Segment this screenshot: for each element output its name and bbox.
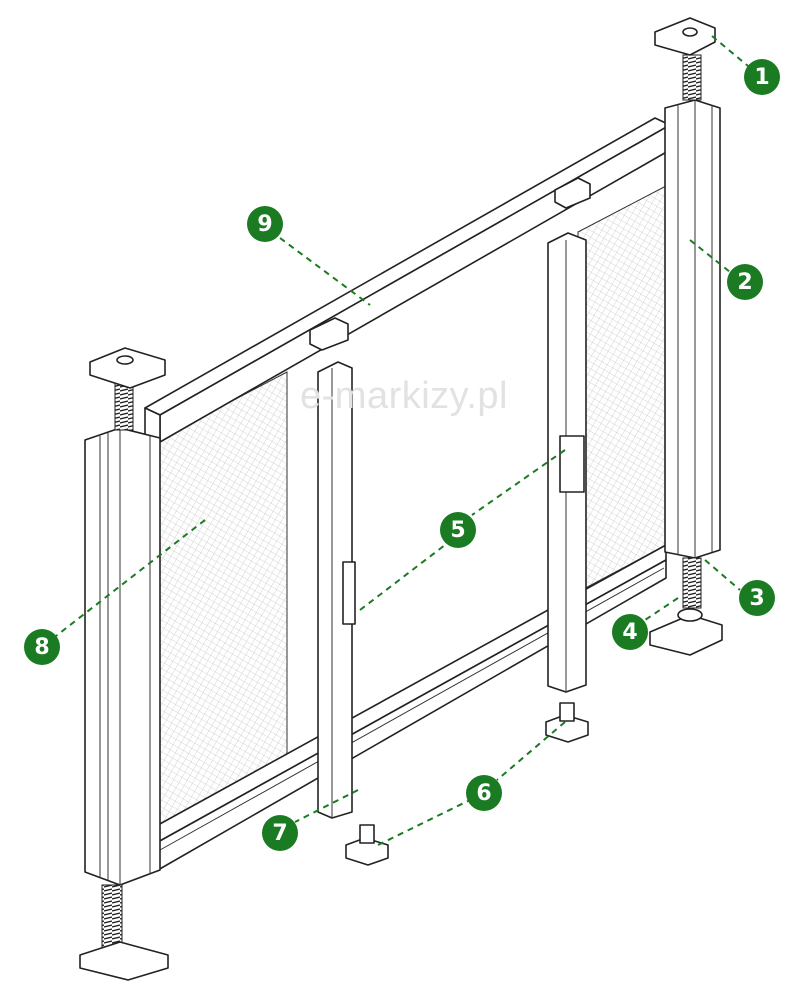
bottom-rail bbox=[157, 544, 667, 871]
callout-badge-3: 3 bbox=[739, 580, 775, 616]
top-clips bbox=[309, 177, 591, 351]
top-cassette bbox=[144, 117, 671, 443]
mesh-panel-left bbox=[157, 371, 288, 826]
brackets bbox=[79, 17, 723, 981]
center-bar-left bbox=[317, 361, 356, 819]
leader-lines bbox=[55, 35, 749, 846]
callout-badge-9: 9 bbox=[247, 206, 283, 242]
end-caps bbox=[345, 702, 589, 866]
callout-badge-8: 8 bbox=[24, 629, 60, 665]
center-bar-right bbox=[547, 232, 587, 693]
callout-badge-7: 7 bbox=[262, 815, 298, 851]
callout-badge-6: 6 bbox=[466, 775, 502, 811]
right-side-post bbox=[664, 99, 721, 559]
callout-badge-5: 5 bbox=[440, 512, 476, 548]
adjustment-screws bbox=[101, 54, 702, 948]
callout-badge-4: 4 bbox=[612, 614, 648, 650]
callout-badge-2: 2 bbox=[727, 264, 763, 300]
callout-badge-1: 1 bbox=[744, 59, 780, 95]
mesh-panel-right bbox=[577, 185, 667, 593]
left-side-post bbox=[84, 427, 161, 886]
